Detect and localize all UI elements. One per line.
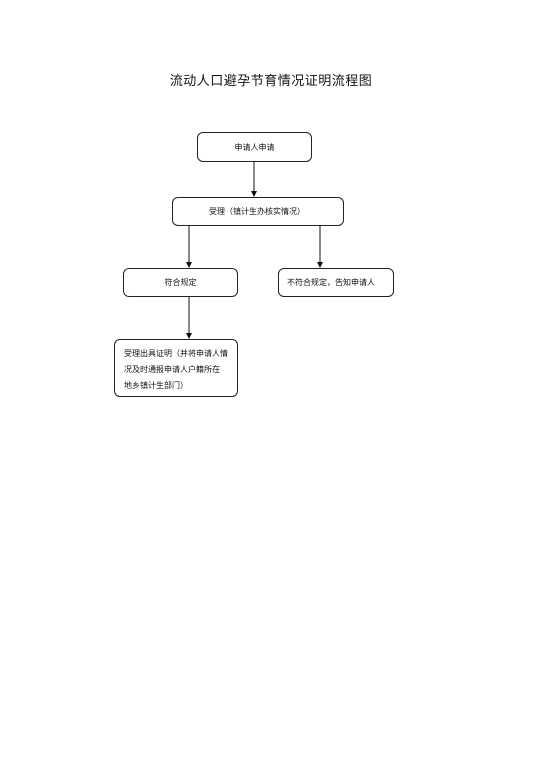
node-compliant-label: 符合规定: [164, 278, 197, 287]
node-noncompliant: 不符合规定，告知申请人: [278, 268, 394, 297]
node-accept-label: 受理（镇计生办核实情况）: [209, 207, 305, 216]
page-title: 流动人口避孕节育情况证明流程图: [169, 74, 373, 89]
node-issue-line-1: 受理出具证明（并将申请人情: [124, 349, 228, 358]
node-apply: 申请人申请: [197, 132, 312, 162]
node-noncompliant-label: 不符合规定，告知申请人: [287, 278, 375, 287]
node-accept: 受理（镇计生办核实情况）: [172, 197, 344, 226]
node-issue-line-2: 况及时通报申请人户籍所在: [124, 365, 220, 374]
node-apply-label: 申请人申请: [234, 142, 275, 152]
node-compliant: 符合规定: [123, 268, 238, 297]
node-issue-line-3: 地乡镇计生部门）: [124, 381, 188, 390]
node-issue-certificate: 受理出具证明（并将申请人情 况及时通报申请人户籍所在 地乡镇计生部门）: [114, 339, 238, 397]
